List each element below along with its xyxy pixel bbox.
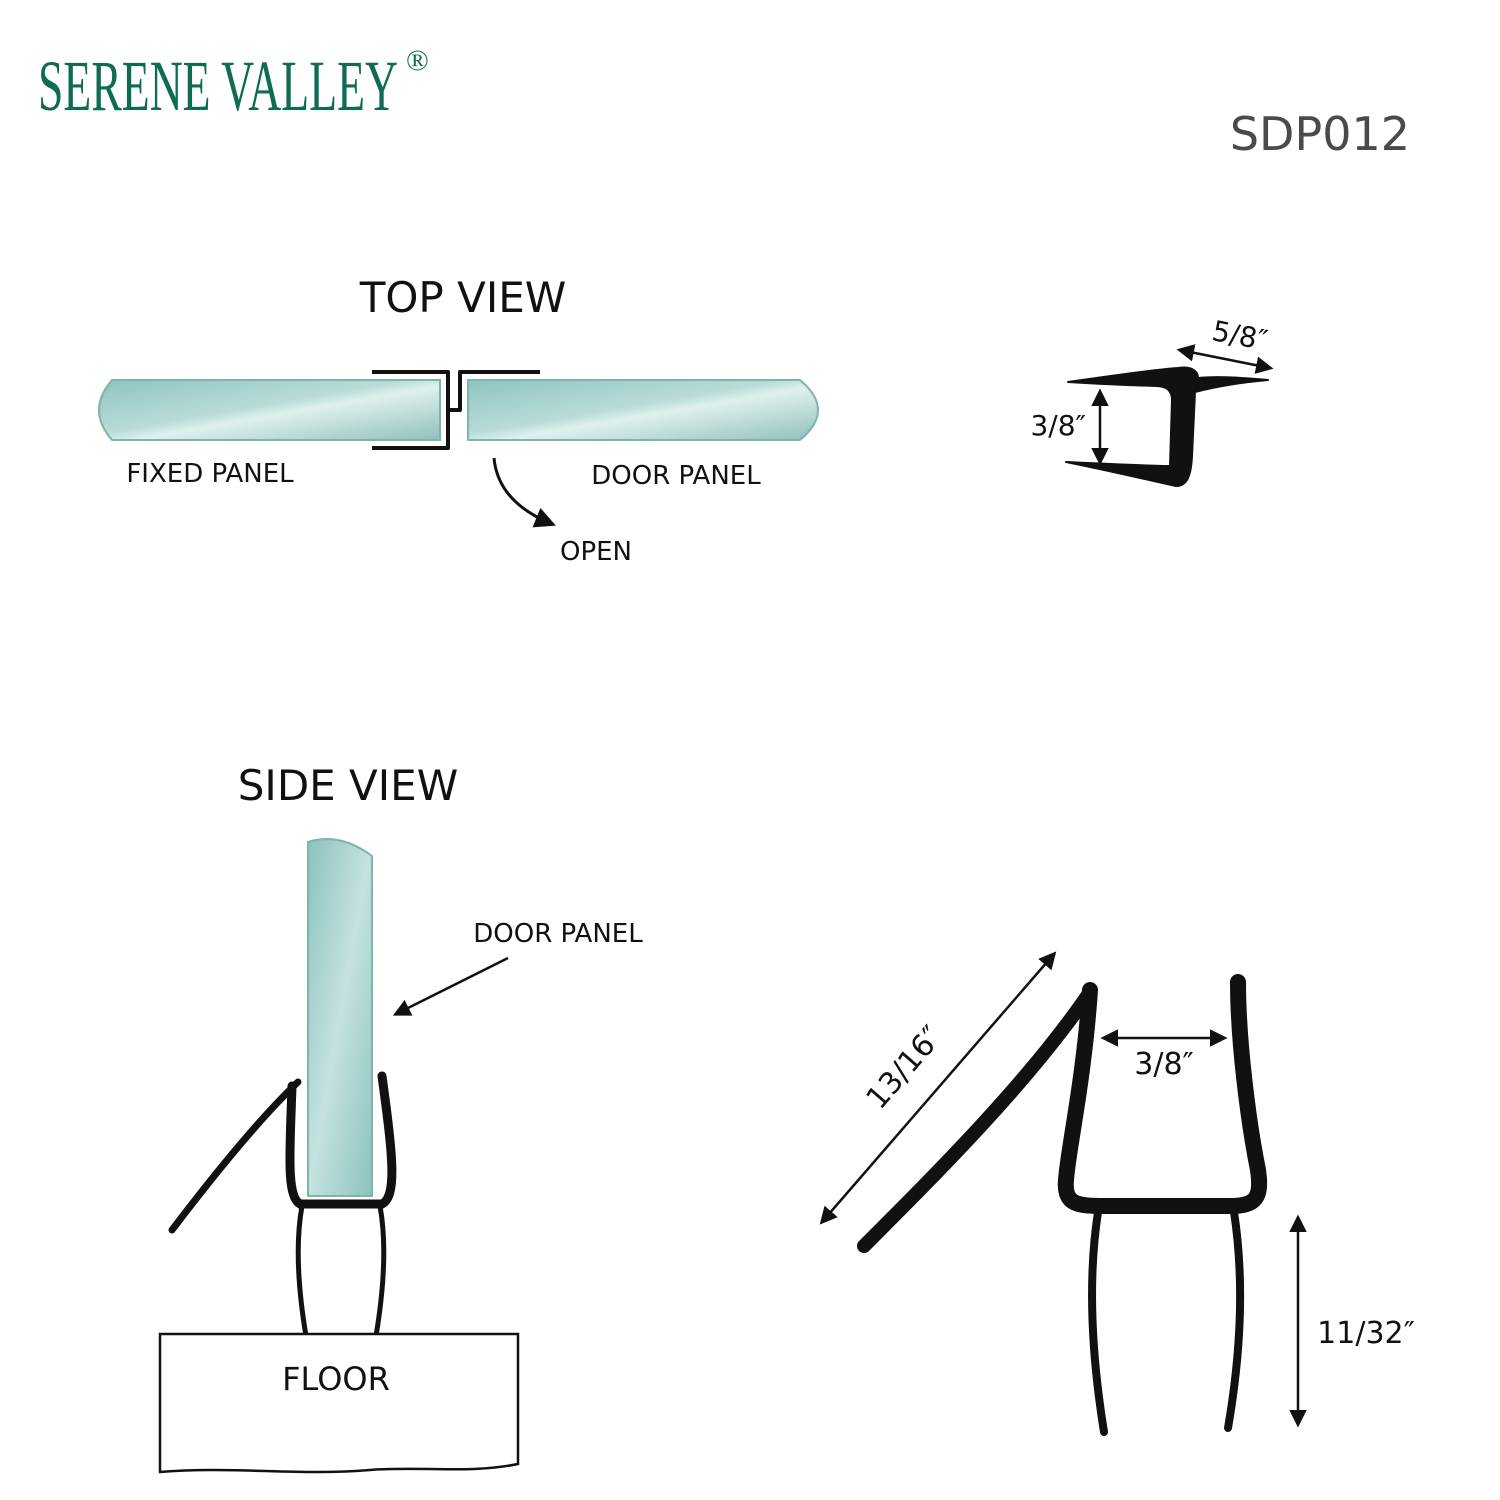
door-panel-glass <box>467 379 819 441</box>
open-arrow-icon <box>492 457 556 528</box>
side-seal-channel <box>285 1071 397 1209</box>
fixed-panel-glass <box>98 379 441 441</box>
side-profile-channel <box>1057 974 1268 1214</box>
side-seal-fin <box>168 1078 302 1234</box>
side-profile-fin-label: 13/16″ <box>860 1019 950 1116</box>
side-profile-detail <box>819 951 1307 1436</box>
side-profile-channel-label: 3/8″ <box>1134 1047 1194 1082</box>
model-code: SDP012 <box>1230 107 1410 161</box>
top-profile-width-label: 5/8″ <box>1209 314 1270 357</box>
floor-label: FLOOR <box>282 1360 390 1398</box>
top-profile-height-label: 3/8″ <box>1030 409 1086 442</box>
top-view-assembly <box>98 370 819 528</box>
side-view-assembly <box>158 838 520 1474</box>
top-view-title: TOP VIEW <box>359 273 567 322</box>
brand-name: SERENE VALLEY <box>38 46 398 126</box>
top-profile-detail <box>1065 344 1274 487</box>
side-profile-sweep-label: 11/32″ <box>1317 1316 1415 1351</box>
side-profile-fin-dimension <box>819 951 1057 1225</box>
floor-block <box>158 1332 520 1474</box>
top-view-seal <box>372 370 540 450</box>
top-profile-shape <box>1065 366 1269 487</box>
side-profile-fin <box>857 985 1097 1253</box>
side-profile-sweep <box>1088 1208 1244 1436</box>
side-seal-sweep <box>295 1203 387 1339</box>
side-door-panel-label: DOOR PANEL <box>473 919 643 949</box>
side-view-title: SIDE VIEW <box>238 761 458 810</box>
brand-registered-mark: ® <box>406 44 429 77</box>
side-door-panel-glass <box>307 838 373 1197</box>
top-door-panel-label: DOOR PANEL <box>591 461 761 491</box>
brand-logo: SERENE VALLEY ® <box>38 44 429 126</box>
door-panel-pointer-icon <box>392 956 509 1016</box>
fixed-panel-label: FIXED PANEL <box>126 459 294 489</box>
top-profile-width-dimension <box>1176 344 1274 374</box>
open-label: OPEN <box>560 537 632 567</box>
